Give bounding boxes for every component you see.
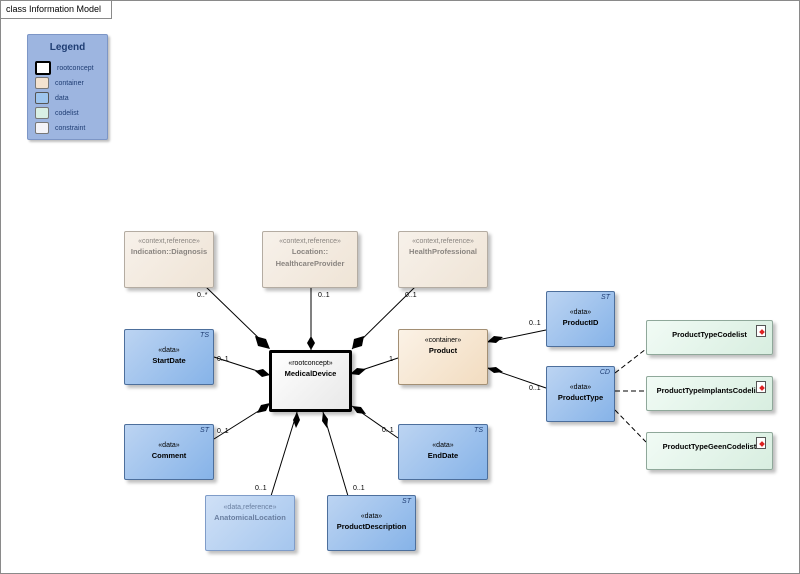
legend-label: constraint	[55, 124, 86, 132]
composition-diamond	[257, 403, 270, 413]
multiplicity-producttype: 0..1	[529, 385, 541, 392]
node-name: Indication::Diagnosis	[130, 247, 208, 256]
multiplicity-location: 0..1	[318, 292, 330, 299]
legend-item-container: container	[35, 77, 84, 89]
node-location-healthcareprovider[interactable]: «context,reference» Location:: Healthcar…	[262, 231, 358, 288]
node-healthprofessional[interactable]: «context,reference» HealthProfessional	[398, 231, 488, 288]
connector-codelist-1	[614, 348, 647, 374]
legend-item-constraint: constraint	[35, 122, 85, 134]
node-name: MedicalDevice	[284, 369, 337, 378]
node-stereotype: «data,reference»	[223, 504, 277, 511]
legend-label: rootconcept	[57, 64, 94, 72]
multiplicity-enddate: 0..1	[382, 427, 394, 434]
node-product[interactable]: «container» Product	[398, 329, 488, 385]
node-stereotype: «data»	[432, 442, 454, 449]
composition-diamond	[487, 367, 503, 373]
node-comment[interactable]: ST «data» Comment	[124, 424, 214, 480]
legend-title: Legend	[49, 42, 86, 53]
legend-item-codelist: codelist	[35, 107, 79, 119]
legend-item-data: data	[35, 92, 69, 104]
multiplicity-health: 0..1	[405, 292, 417, 299]
legend-label: codelist	[55, 109, 79, 117]
node-type-tag: ST	[200, 427, 209, 434]
node-name: ProductTypeImplantsCodelist	[656, 386, 763, 395]
legend-swatch	[35, 77, 49, 89]
composition-diamond	[352, 336, 364, 349]
node-producttype[interactable]: CD «data» ProductType	[546, 366, 615, 422]
node-name: Comment	[151, 451, 187, 460]
node-name: ProductDescription	[336, 522, 407, 531]
composition-diamond	[352, 406, 366, 414]
node-type-tag: ST	[601, 294, 610, 301]
node-stereotype: «context,reference»	[279, 238, 341, 245]
composition-diamond	[255, 336, 270, 349]
node-producttypegeencodelist[interactable]: ProductTypeGeenCodelist	[646, 432, 773, 470]
codelist-icon	[756, 325, 766, 337]
connector-anatomical	[270, 411, 298, 497]
node-stereotype: «context,reference»	[138, 238, 200, 245]
multiplicity-startdate: 0..1	[217, 356, 229, 363]
node-name: Product	[428, 346, 458, 355]
multiplicity-productdesc: 0..1	[353, 485, 365, 492]
node-producttypeimplantscodelist[interactable]: ProductTypeImplantsCodelist	[646, 376, 773, 411]
node-startdate[interactable]: TS «data» StartDate	[124, 329, 214, 385]
node-name: ProductType	[557, 393, 604, 402]
legend-swatch	[35, 92, 49, 104]
node-name: ProductTypeCodelist	[672, 330, 747, 339]
node-type-tag: TS	[200, 332, 209, 339]
composition-diamond	[350, 368, 366, 375]
node-stereotype: «container»	[424, 337, 462, 344]
node-name: AnatomicalLocation	[214, 513, 286, 522]
legend-swatch	[35, 122, 49, 134]
node-stereotype: «data»	[158, 347, 180, 354]
multiplicity-comment: 0..1	[217, 428, 229, 435]
node-name-line2: HealthcareProvider	[275, 259, 345, 268]
node-anatomicallocation[interactable]: «data,reference» AnatomicalLocation	[205, 495, 295, 551]
node-name: HealthProfessional	[409, 247, 477, 256]
node-stereotype: «data»	[569, 384, 592, 391]
node-enddate[interactable]: TS «data» EndDate	[398, 424, 488, 480]
node-name: EndDate	[427, 451, 459, 460]
legend-label: data	[55, 94, 69, 102]
node-producttypecodelist[interactable]: ProductTypeCodelist	[646, 320, 773, 355]
node-name: Location::	[291, 247, 329, 256]
multiplicity-indication: 0..*	[197, 292, 208, 299]
node-stereotype: «context,reference»	[412, 238, 474, 245]
composition-diamond	[487, 336, 503, 343]
node-stereotype: «data»	[569, 309, 592, 316]
legend-swatch	[35, 107, 49, 119]
composition-diamond	[322, 412, 328, 428]
legend: Legend rootconcept container data codeli…	[27, 34, 108, 140]
multiplicity-productid: 0..1	[529, 320, 541, 327]
composition-diamond	[255, 369, 270, 377]
connector-codelist-3	[614, 409, 647, 443]
legend-swatch	[35, 61, 51, 75]
multiplicity-product: 1	[389, 356, 393, 363]
node-stereotype: «rootconcept»	[288, 360, 333, 367]
composition-diamond	[293, 412, 300, 428]
node-medicaldevice[interactable]: «rootconcept» MedicalDevice	[269, 350, 352, 412]
multiplicity-anatomical: 0..1	[255, 485, 267, 492]
node-name: StartDate	[152, 356, 186, 365]
composition-diamond	[307, 336, 315, 350]
node-indication-diagnosis[interactable]: «context,reference» Indication::Diagnosi…	[124, 231, 214, 288]
node-type-tag: CD	[599, 369, 610, 376]
node-type-tag: TS	[474, 427, 483, 434]
node-name: ProductTypeGeenCodelist	[662, 442, 757, 451]
frame-title: class Information Model	[1, 1, 113, 19]
node-stereotype: «data»	[158, 442, 180, 449]
legend-item-rootconcept: rootconcept	[35, 61, 94, 75]
codelist-icon	[756, 381, 766, 393]
legend-label: container	[55, 79, 84, 87]
node-productdescription[interactable]: ST «data» ProductDescription	[327, 495, 416, 551]
node-name: ProductID	[562, 318, 599, 327]
node-productid[interactable]: ST «data» ProductID	[546, 291, 615, 347]
node-stereotype: «data»	[360, 513, 383, 520]
codelist-icon	[756, 437, 766, 449]
node-type-tag: ST	[402, 498, 411, 505]
